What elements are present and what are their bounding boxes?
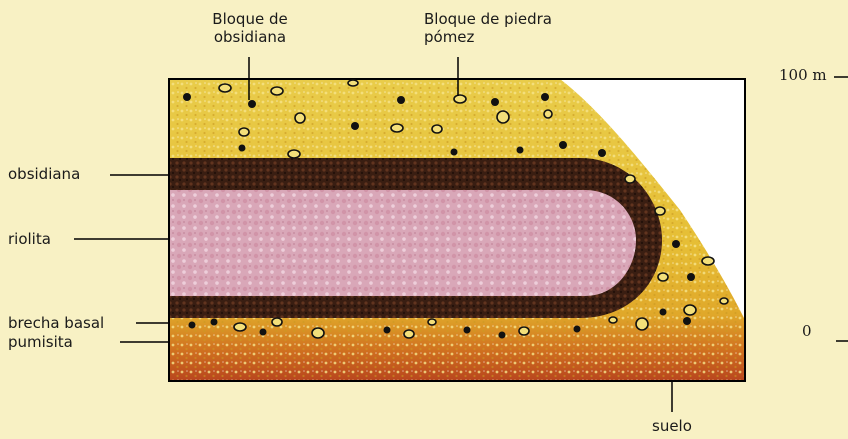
pumice-block-label-line2: pómez bbox=[424, 28, 552, 46]
obsidian-block-label-line2: obsidiana bbox=[185, 28, 315, 46]
soil-label: suelo bbox=[652, 417, 692, 435]
basal-breccia-label: brecha basal bbox=[8, 314, 104, 332]
rhyolite-label: riolita bbox=[8, 230, 51, 248]
scale-top-label: 100 m bbox=[779, 66, 827, 84]
obsidian-block-label-line1: Bloque de bbox=[185, 10, 315, 28]
obsidian-block-label: Bloque de obsidiana bbox=[185, 10, 315, 46]
pumice-block-label-line1: Bloque de piedra bbox=[424, 10, 552, 28]
obsidian-layer-label: obsidiana bbox=[8, 165, 80, 183]
scale-bottom-label: 0 bbox=[802, 322, 812, 340]
pumicite-label: pumisita bbox=[8, 333, 73, 351]
pumice-block-label: Bloque de piedra pómez bbox=[424, 10, 552, 46]
